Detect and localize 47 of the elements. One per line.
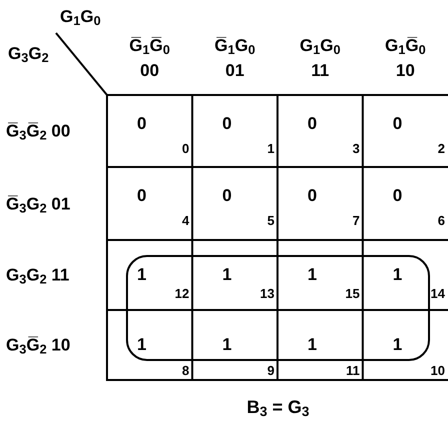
- cell-value: 1: [222, 336, 232, 353]
- minterm-number: 4: [182, 214, 190, 227]
- column-code: 01: [225, 62, 244, 79]
- minterm-number: 12: [174, 287, 190, 300]
- column-code: 10: [396, 62, 415, 79]
- cell-value: 1: [137, 336, 146, 353]
- minterm-number: 8: [182, 364, 190, 377]
- minterm-number: 6: [438, 214, 445, 227]
- cell-value: 1: [392, 336, 402, 353]
- cell-value: 1: [137, 266, 146, 283]
- cell-value: 0: [137, 187, 146, 204]
- column-variables-label: G$_{1}$G$_{0}$: [60, 8, 101, 25]
- row-header: G$_{3}$G̅$_{2}$ 10: [6, 336, 70, 354]
- minterm-number: 0: [182, 142, 190, 155]
- minterm-number: 13: [260, 287, 274, 300]
- cell-value: 0: [392, 115, 402, 132]
- row-variables-label: G$_{3}$G$_{2}$: [8, 45, 49, 62]
- minterm-number: 2: [438, 142, 445, 155]
- cell-value: 0: [308, 115, 317, 132]
- cell-value: 0: [392, 187, 402, 204]
- cell-value: 0: [137, 115, 146, 132]
- row-header: G$_{3}$G$_{2}$ 11: [6, 266, 70, 284]
- row-header: G̅$_{3}$G$_{2}$ 01: [6, 195, 70, 212]
- column-code: 11: [311, 62, 330, 79]
- cell-value: 0: [308, 187, 317, 204]
- column-header: G̅$_{1}$G̅$_{0}$: [129, 37, 170, 54]
- minterm-number: 3: [352, 142, 360, 155]
- cell-value: 1: [392, 266, 402, 283]
- minterm-number: 5: [267, 214, 274, 227]
- cell-value: 1: [308, 336, 317, 353]
- column-header: G$_{1}$G$_{0}$: [300, 37, 340, 54]
- cell-value: 1: [308, 266, 317, 283]
- minterm-number: 1: [267, 142, 274, 155]
- minterm-number: 11: [346, 364, 360, 377]
- cell-value: 1: [222, 266, 232, 283]
- column-header: G$_{1}$G̅$_{0}$: [385, 37, 426, 54]
- minterm-number: 7: [352, 214, 360, 227]
- minterm-number: 9: [267, 364, 274, 377]
- column-code: 00: [140, 62, 160, 79]
- cell-value: 0: [222, 115, 232, 132]
- minterm-number: 15: [345, 287, 360, 300]
- minterm-number: 10: [430, 364, 445, 377]
- column-header: G̅$_{1}$G$_{0}$: [214, 37, 256, 54]
- minterm-number: 14: [430, 287, 445, 300]
- caption: B$_{3}$ = G$_{3}$: [246, 398, 310, 416]
- cell-value: 0: [222, 187, 232, 204]
- row-header: G̅$_{3}$G̅$_{2}$ 00: [6, 122, 70, 140]
